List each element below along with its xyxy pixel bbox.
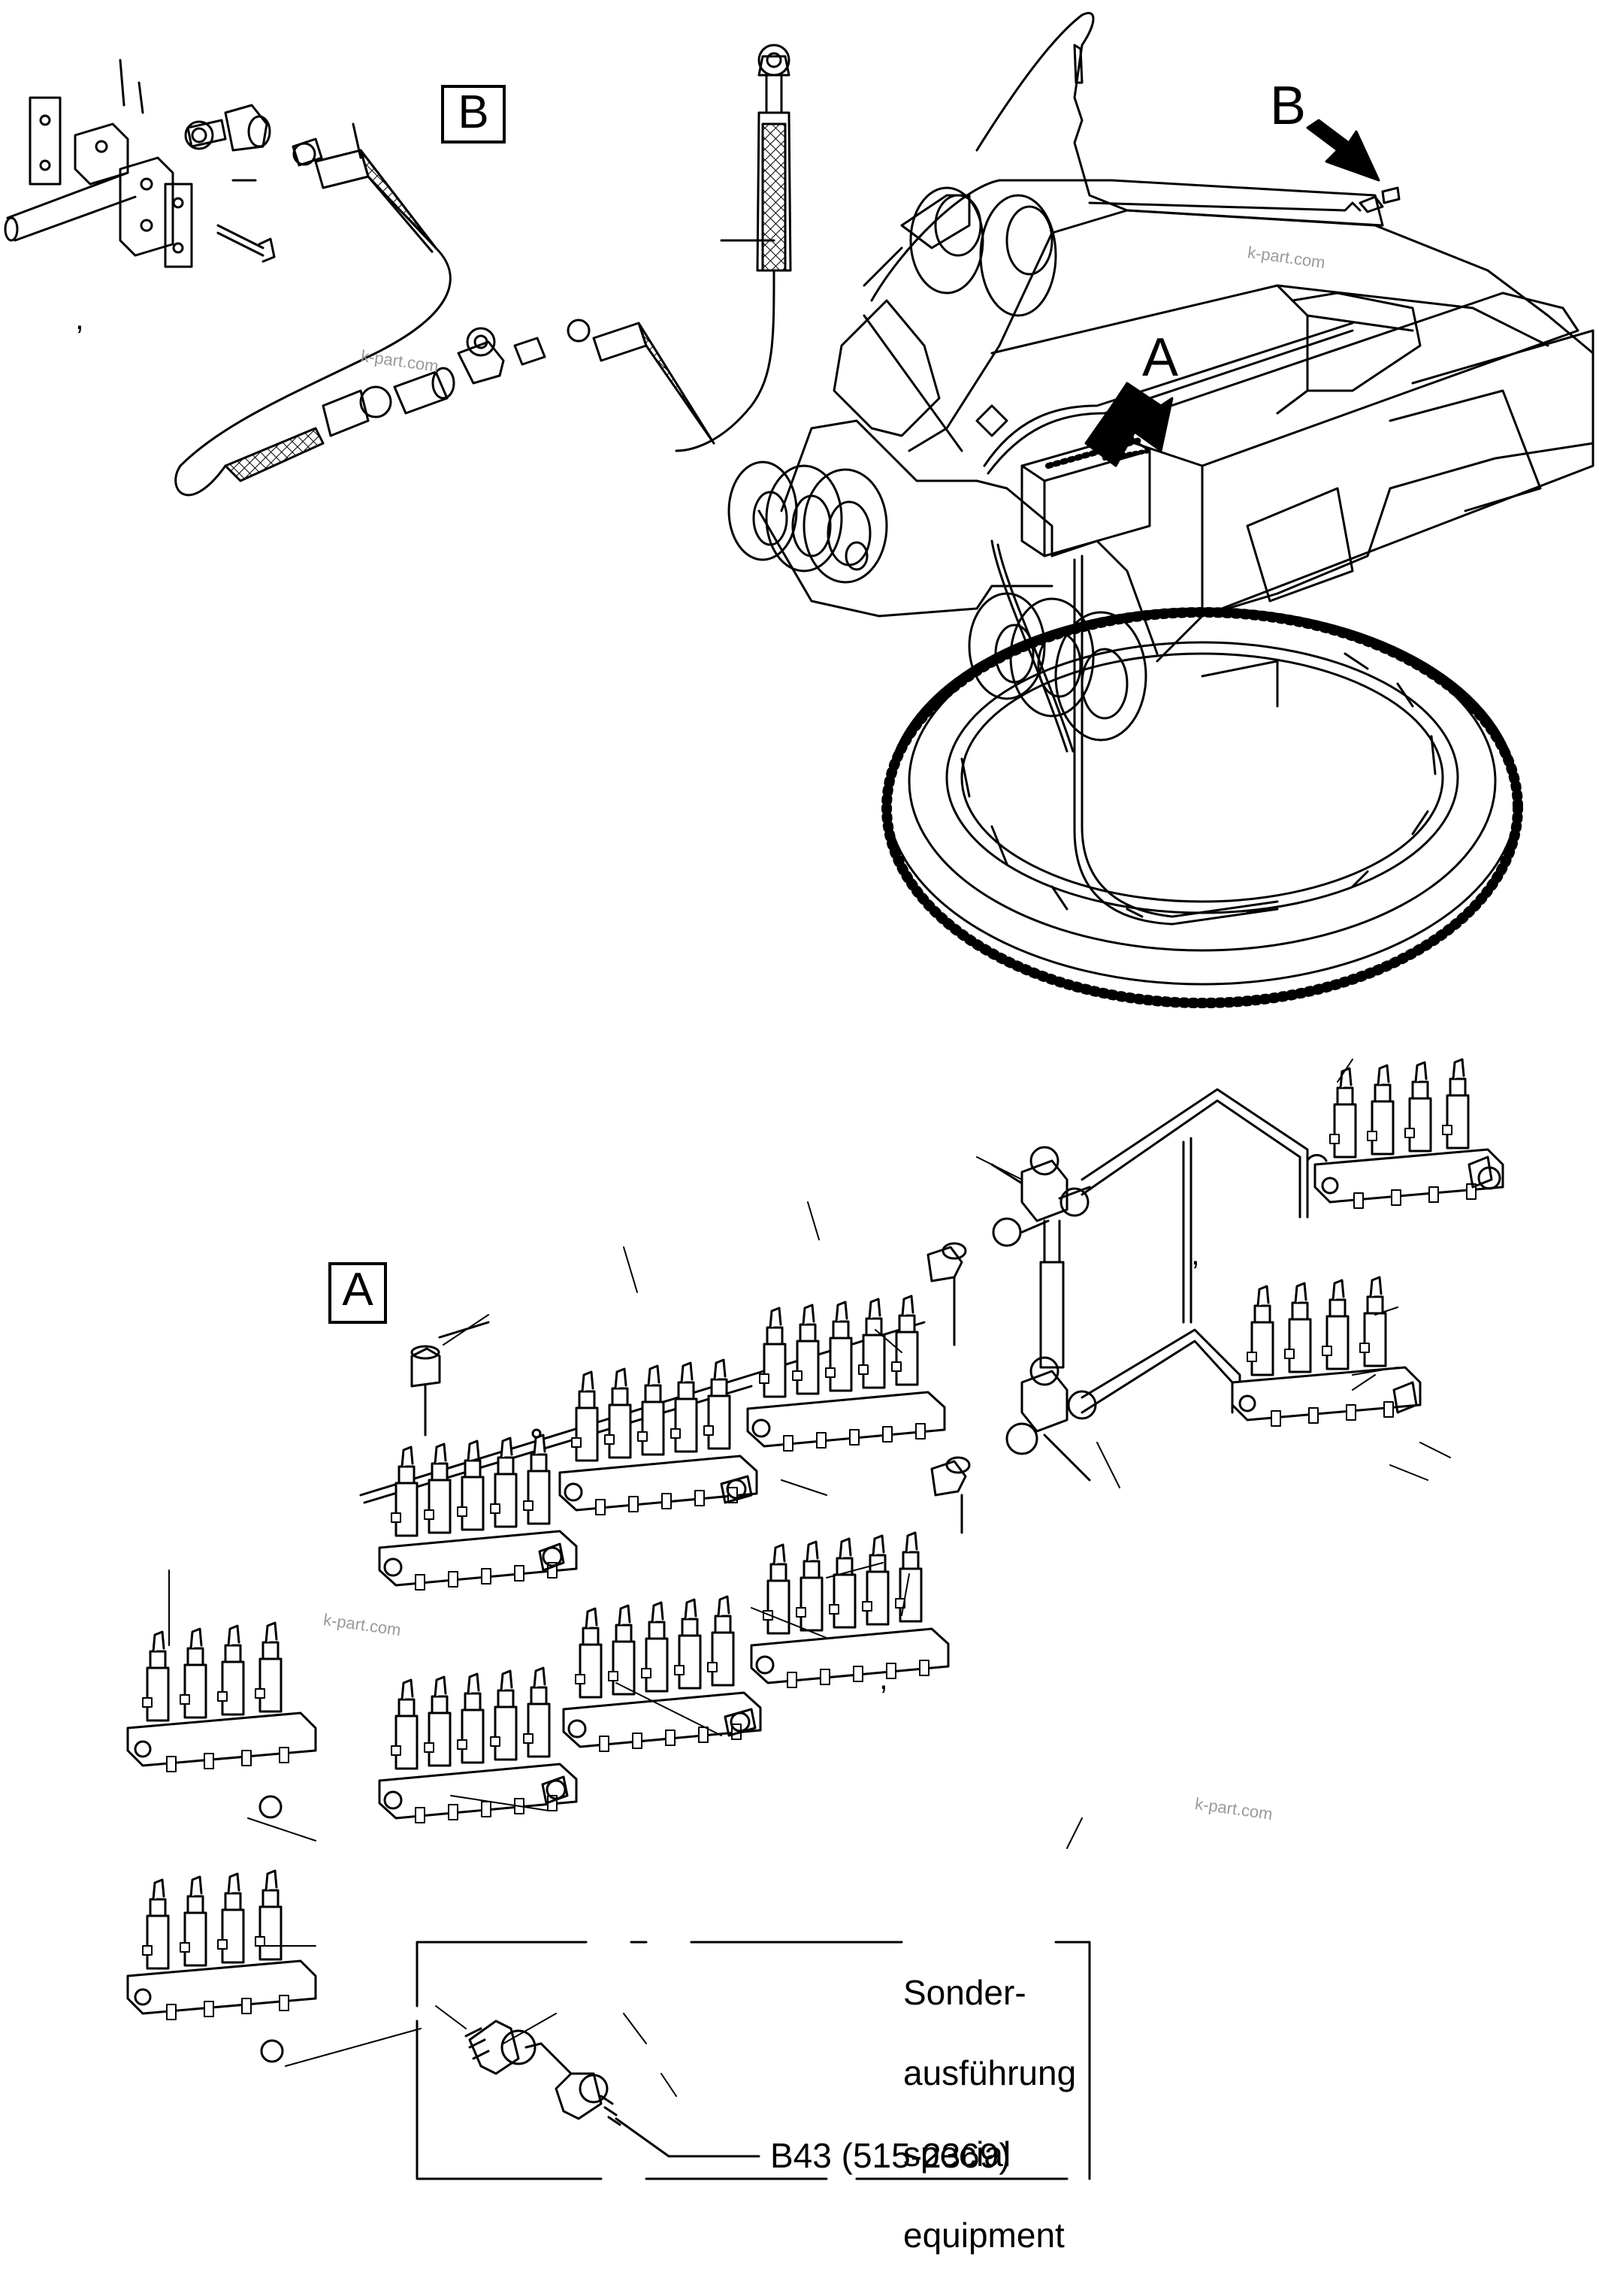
detail-b-label: B: [441, 85, 506, 144]
note-line-3: special: [903, 2134, 1011, 2174]
parts-diagram: [4, 12, 1594, 2180]
excavator-frame: [727, 12, 1594, 1008]
special-equipment-note: Sonder- ausführung special equipment: [903, 1932, 1076, 2296]
leader-lines: [168, 1059, 1451, 2097]
arrow-a-label: A: [1142, 328, 1179, 388]
pressure-switch-sensors: [464, 2020, 760, 2158]
detail-b-assembly: [4, 59, 715, 497]
tick-mark: ,: [879, 1660, 888, 1696]
note-line-4: equipment: [903, 2215, 1065, 2255]
arrow-b-pointer: [1306, 119, 1380, 182]
hose-assembly: [675, 44, 792, 452]
detail-a-label: A: [328, 1262, 387, 1324]
arrow-a-pointer: [1084, 382, 1174, 467]
detail-a-manifold: [128, 1059, 1503, 2063]
tick-mark: ,: [1191, 1236, 1200, 1271]
arrow-b-label: B: [1270, 76, 1307, 136]
part-reference: B43 (515-2369): [770, 2136, 1011, 2175]
note-line-1: Sonder-: [903, 1972, 1026, 2012]
tick-mark: ,: [75, 301, 84, 336]
note-line-2: ausführung: [903, 2053, 1077, 2093]
special-equipment-box: [416, 1941, 1091, 2180]
